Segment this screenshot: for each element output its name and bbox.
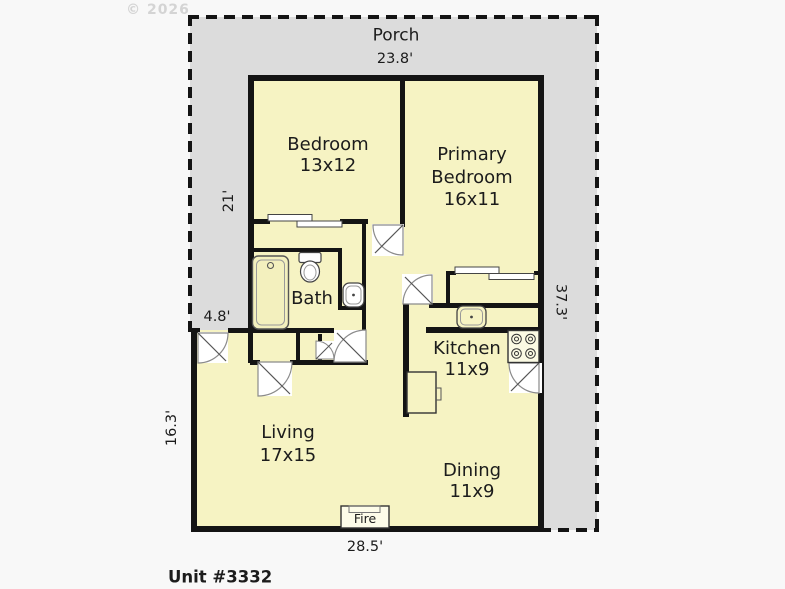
room-size-living: 17x15 [259,445,317,466]
wall [248,75,254,332]
wall [250,248,342,252]
boundary-dashed-right [595,15,599,532]
wall [403,303,409,417]
boundary-dashed-top [188,15,599,19]
dimension-right-side: 37.3' [552,283,569,321]
unit-floor-lower-left [193,330,250,530]
fireplace [340,505,390,529]
wall [250,360,260,365]
copyright-watermark: © 2026 [126,2,190,18]
closet-sliding-door-primary [454,266,535,280]
room-size-primary: 16x11 [443,189,501,210]
boundary-dashed-left [188,15,192,332]
room-label-primary-line2: Bedroom [431,167,513,188]
kitchen-sink [456,305,487,329]
wall [248,330,253,363]
porch-area-left [190,70,250,332]
bathtub [251,255,290,330]
room-label-bedroom: Bedroom [287,134,369,155]
room-label-bath: Bath [291,288,333,309]
wall [228,328,334,333]
dimension-left-mid: 4.8' [203,308,231,325]
wall [191,526,544,532]
stove [507,329,540,364]
fireplace-label: Fire [353,510,377,526]
wall [446,271,456,275]
wall [250,219,270,224]
door-swing-bedroom [372,224,404,256]
porch-area-right [540,70,597,530]
wall [362,219,366,332]
wall [296,330,300,363]
wall [191,328,200,333]
closet-sliding-door-bedroom [267,214,343,228]
dimension-porch-width: 23.8' [376,50,414,67]
wall [338,248,342,310]
wall [429,303,544,308]
wall [338,306,366,310]
toilet [298,251,322,283]
wall [191,328,197,532]
wall [446,271,450,307]
door-swing-linen-closet [315,340,335,360]
room-size-bedroom: 13x12 [299,155,357,176]
porch-label: Porch [372,25,420,46]
dimension-left-upper: 21' [220,189,237,213]
room-label-primary-line1: Primary [437,144,507,165]
refrigerator [406,371,442,414]
dimension-left-lower: 16.3' [163,409,180,447]
door-swing-primary-bedroom [402,274,433,305]
wall [290,360,368,365]
wall [426,327,544,333]
wall [340,219,368,224]
dimension-bottom: 28.5' [346,538,384,555]
door-swing-entry [197,332,229,364]
unit-title: Unit #3332 [168,567,273,587]
room-label-dining: Dining [442,460,502,481]
porch-area-top [190,17,597,77]
room-label-kitchen: Kitchen [433,338,501,359]
room-size-kitchen: 11x9 [444,359,490,380]
wall [400,75,405,227]
boundary-dashed-bottom-right [540,528,599,532]
bath-sink [342,282,365,308]
wall [534,271,544,275]
door-swing-bath [333,329,367,363]
room-size-dining: 11x9 [449,481,495,502]
wall [248,75,544,81]
door-swing-kitchen-porch [508,362,542,394]
room-label-living: Living [261,422,315,443]
door-swing-closet [257,361,293,397]
